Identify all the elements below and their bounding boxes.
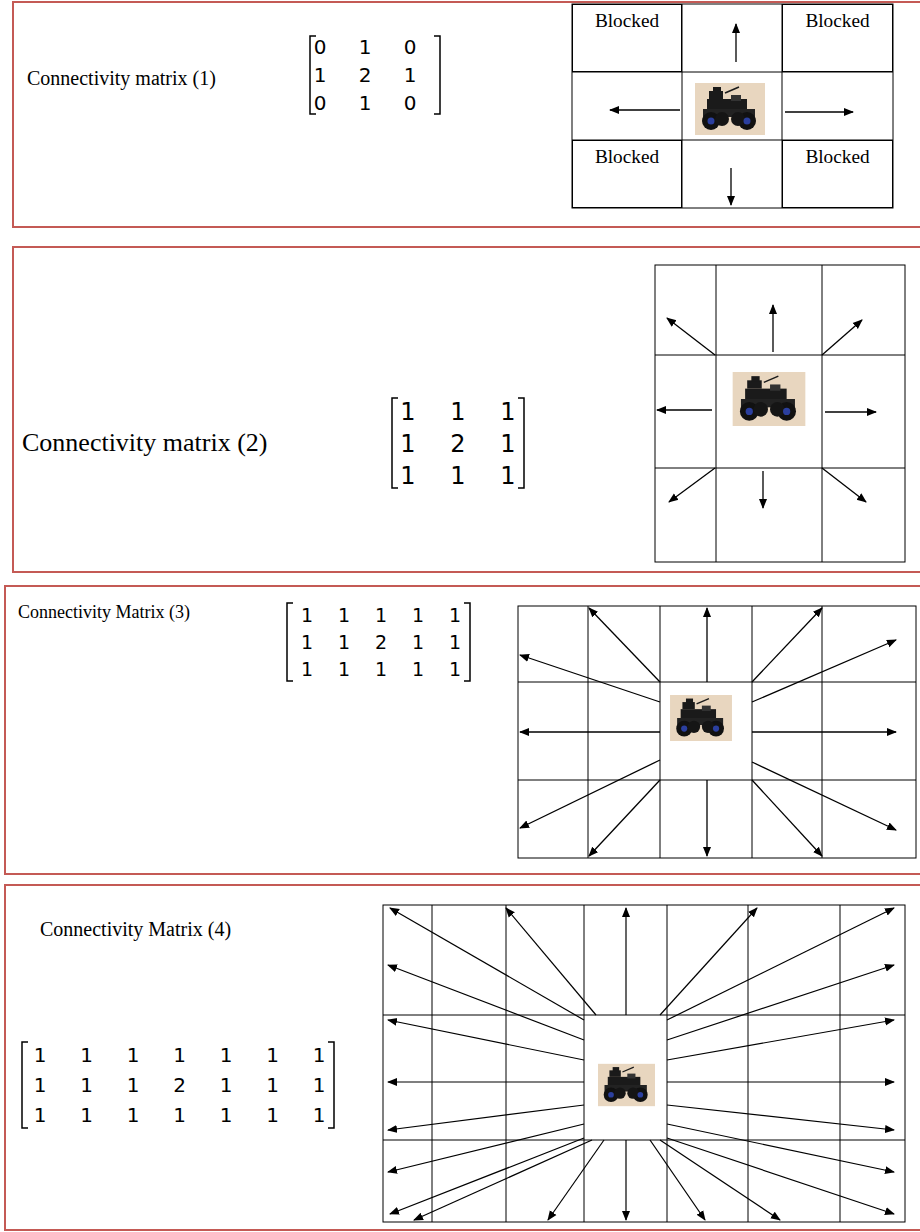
matrix-entry: 1 (412, 606, 424, 625)
matrix-entry: 1 (400, 432, 415, 456)
matrix-entry: 1 (313, 1105, 326, 1125)
matrix-entry: 1 (400, 464, 415, 488)
blocked-label: Blocked (783, 146, 892, 167)
matrix-panel: Connectivity Matrix (4) (4, 884, 920, 1231)
matrix-entry: 1 (127, 1075, 140, 1095)
panel-title: Connectivity Matrix (3) (18, 603, 190, 623)
move-arrow (610, 24, 853, 205)
matrix-entry: 1 (338, 660, 350, 679)
matrix-entry: 1 (338, 606, 350, 625)
robot-image (670, 695, 732, 741)
matrix-entry: 1 (359, 37, 372, 57)
grid (655, 265, 905, 562)
matrix-entry: 1 (266, 1105, 279, 1125)
matrix-entry: 1 (449, 660, 461, 679)
matrix-entry: 1 (173, 1105, 186, 1125)
matrix-entry: 1 (449, 606, 461, 625)
matrix-entry: 1 (500, 400, 515, 424)
matrix-entry: 1 (220, 1105, 233, 1125)
matrix-entry: 1 (301, 633, 313, 652)
blocked-cell: Blocked (782, 140, 893, 208)
matrix-entry: 1 (449, 633, 461, 652)
matrix-entry: 0 (404, 37, 417, 57)
matrix-entry: 1 (500, 464, 515, 488)
matrix-entry: 2 (375, 633, 387, 652)
blocked-cell: Blocked (572, 4, 682, 72)
matrix-entry: 1 (80, 1075, 93, 1095)
matrix-entry: 1 (301, 606, 313, 625)
blocked-label: Blocked (573, 146, 681, 167)
robot-image (695, 83, 765, 135)
matrix-entry: 2 (450, 432, 465, 456)
matrix-entry: 1 (220, 1075, 233, 1095)
matrix-panel: Connectivity Matrix (3) (4, 585, 920, 875)
grid (572, 4, 893, 208)
matrix-panel: Connectivity matrix (2) (12, 246, 920, 573)
matrix-entry: 1 (412, 660, 424, 679)
matrix-entry: 1 (80, 1045, 93, 1065)
blocked-cell: Blocked (572, 140, 682, 208)
matrix-entry: 0 (404, 93, 417, 113)
matrix-entry: 1 (34, 1105, 47, 1125)
matrix-entry: 1 (127, 1045, 140, 1065)
matrix-entry: 1 (301, 660, 313, 679)
matrix-entry: 1 (500, 432, 515, 456)
matrix-entry: 1 (375, 660, 387, 679)
matrix-entry: 1 (313, 1075, 326, 1095)
matrix-entry: 1 (400, 400, 415, 424)
robot-image (733, 372, 806, 426)
matrix-entry: 2 (173, 1075, 186, 1095)
matrix-entry: 1 (220, 1045, 233, 1065)
matrix-entry: 1 (404, 65, 417, 85)
panel-title: Connectivity Matrix (4) (40, 918, 231, 940)
matrix-bracket (22, 36, 524, 1128)
matrix-entry: 1 (375, 606, 387, 625)
matrix-entry: 1 (266, 1045, 279, 1065)
blocked-cell: Blocked (782, 4, 893, 72)
matrix-entry: 0 (314, 93, 327, 113)
matrix-entry: 1 (450, 400, 465, 424)
matrix-entry: 1 (266, 1075, 279, 1095)
grid (383, 905, 905, 1222)
matrix-entry: 1 (450, 464, 465, 488)
move-arrow (657, 305, 876, 508)
matrix-entry: 1 (173, 1045, 186, 1065)
matrix-entry: 1 (359, 93, 372, 113)
blocked-label: Blocked (573, 10, 681, 31)
matrix-entry: 1 (127, 1105, 140, 1125)
panel-title: Connectivity matrix (1) (27, 67, 216, 89)
move-arrow (520, 608, 896, 856)
blocked-label: Blocked (783, 10, 892, 31)
matrix-entry: 1 (313, 1045, 326, 1065)
matrix-entry: 1 (34, 1075, 47, 1095)
robot-image (598, 1064, 655, 1106)
matrix-entry: 1 (314, 65, 327, 85)
matrix-entry: 2 (359, 65, 372, 85)
matrix-panel: Connectivity matrix (1)BlockedBlockedBlo… (12, 1, 920, 228)
matrix-entry: 1 (338, 633, 350, 652)
move-arrow (388, 908, 894, 1220)
matrix-entry: 0 (314, 37, 327, 57)
grid (518, 606, 916, 858)
matrix-entry: 1 (412, 633, 424, 652)
panel-title: Connectivity matrix (2) (22, 429, 268, 458)
matrix-entry: 1 (34, 1045, 47, 1065)
matrix-entry: 1 (80, 1105, 93, 1125)
